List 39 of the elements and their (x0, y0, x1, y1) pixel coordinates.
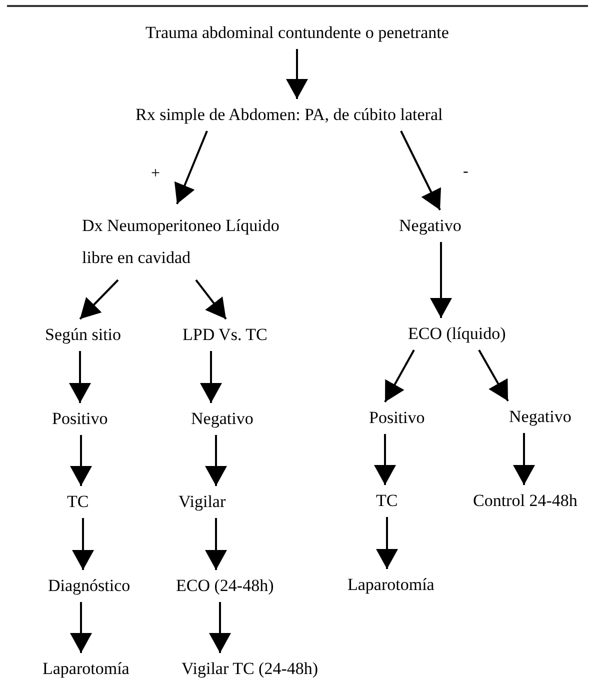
step-text: Diagnóstico (48, 576, 130, 596)
step-text: Según sitio (45, 325, 122, 345)
step-text: Laparotomía (348, 575, 434, 595)
arrow (513, 433, 535, 485)
step-text: Vigilar TC (24-48h) (182, 659, 318, 679)
step-text: Rx simple de Abdomen: PA, de cúbito lateral (136, 105, 443, 125)
arrow (384, 350, 415, 402)
step-text: Laparotomía (42, 659, 130, 679)
step-text: Control 24-48h (473, 491, 578, 511)
arrow (174, 130, 208, 204)
arrow (79, 279, 119, 320)
step-text: Negativo (399, 216, 462, 236)
step-text: TC (67, 492, 89, 512)
arrow (205, 435, 227, 486)
arrow (400, 130, 441, 210)
step-text: Positivo (369, 408, 425, 428)
arrow (70, 602, 92, 653)
step-text: Negativo (509, 407, 572, 427)
arrow (69, 351, 91, 403)
arrow (374, 434, 396, 485)
step-text: TC (376, 491, 398, 511)
arrow (200, 351, 222, 403)
step-text: Negativo (191, 409, 254, 429)
step-text: Trauma abdominal contundente o penetrante (146, 23, 449, 43)
arrow (70, 435, 92, 486)
step-text: Vigilar (178, 492, 226, 512)
step-text: LPD Vs. TC (182, 325, 268, 345)
arrow (478, 350, 509, 402)
arrow (376, 517, 398, 569)
arrow (286, 49, 308, 99)
step-text: Dx Neumoperitoneo Líquido libre en cavidad (82, 210, 312, 274)
step-text: Positivo (52, 409, 108, 429)
arrow (205, 518, 227, 570)
arrow (72, 518, 94, 570)
arrow (209, 602, 231, 653)
step-text: ECO (24-48h) (176, 576, 274, 596)
arrow (430, 242, 452, 318)
step-text: ECO (líquido) (408, 324, 506, 344)
arrow (195, 279, 227, 320)
